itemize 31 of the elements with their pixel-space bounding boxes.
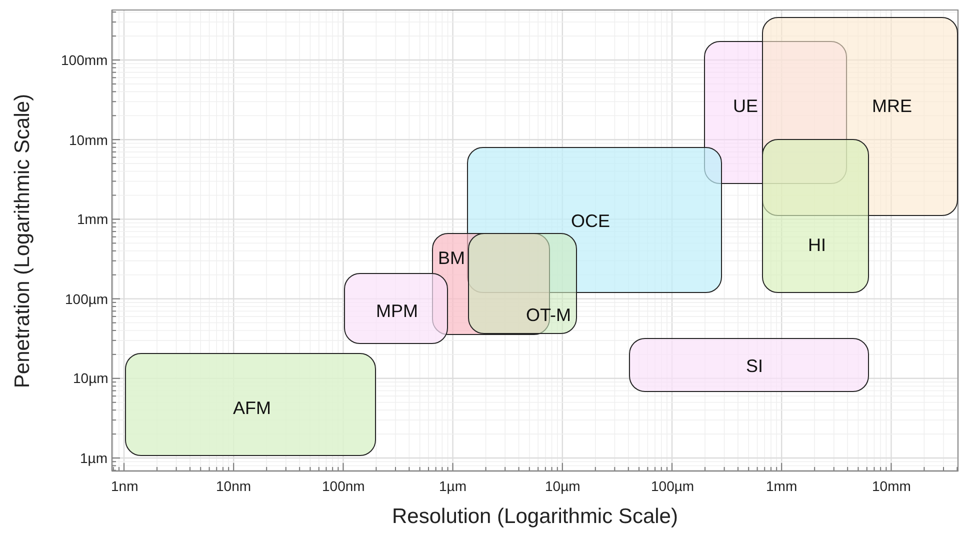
tick-label: 1mm — [77, 211, 108, 227]
tick-label: 10mm — [69, 132, 108, 148]
technique-label: OCE — [571, 211, 610, 231]
axis-title: Resolution (Logarithmic Scale) — [392, 505, 678, 529]
technique-label: OT-M — [526, 305, 571, 325]
tick-label: 1mm — [766, 478, 798, 494]
tick-label: 1nm — [111, 478, 138, 494]
tick-label: 10nm — [216, 478, 252, 494]
range-box — [762, 139, 869, 293]
range-box — [125, 353, 376, 456]
tick-label: 10µm — [545, 478, 580, 494]
tick-label: 10mm — [872, 478, 911, 494]
axis-title: Penetration (Logarithmic Scale) — [11, 94, 36, 388]
technique-label: SI — [746, 356, 764, 376]
tick-label: 1µm — [439, 478, 467, 494]
tick-label: 100nm — [322, 478, 365, 494]
tick-label: 10µm — [73, 370, 108, 386]
tick-label: 1µm — [80, 450, 108, 466]
technique-label: MRE — [872, 96, 912, 116]
range-box — [762, 17, 958, 216]
technique-label: UE — [733, 96, 758, 116]
technique-label: HI — [808, 235, 826, 255]
tick-label: 100mm — [61, 52, 108, 68]
tick-label: 100µm — [65, 291, 108, 307]
technique-label: BM — [438, 248, 465, 268]
range-box — [629, 338, 869, 392]
technique-label: AFM — [233, 398, 271, 418]
range-box — [344, 273, 448, 344]
tick-label: 100µm — [651, 478, 694, 494]
technique-label: MPM — [376, 301, 418, 321]
range-box — [468, 233, 577, 334]
